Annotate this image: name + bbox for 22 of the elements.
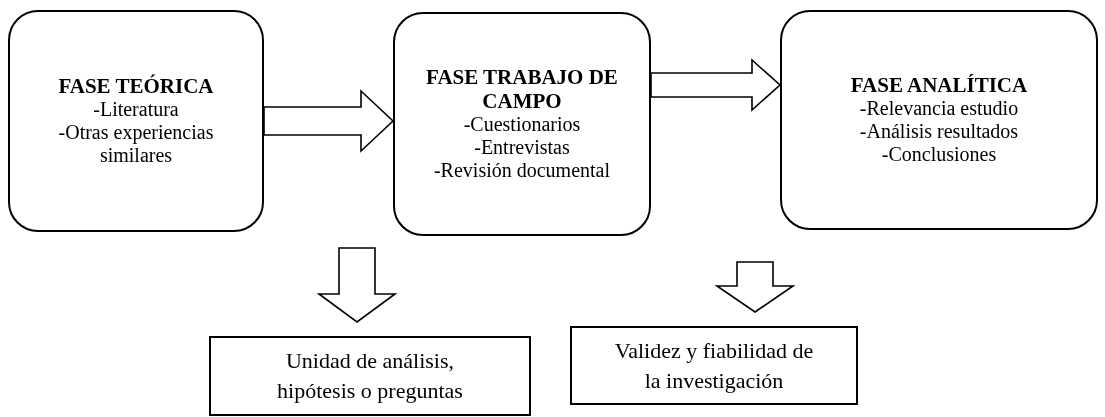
block-arrow <box>650 58 782 112</box>
phase-item: -Cuestionarios <box>463 112 581 136</box>
block-arrow <box>263 89 395 153</box>
phase-item: -Conclusiones <box>881 143 997 167</box>
phase-item: -Entrevistas <box>474 135 570 159</box>
result-box <box>209 336 531 416</box>
result-text: Validez y fiabilidad de la investigación <box>613 336 815 395</box>
phase-item: -Relevancia estudio <box>859 97 1019 121</box>
result-text: Unidad de análisis, hipótesis o preguntas <box>276 347 464 405</box>
phase-item: -Otras experiencias similares <box>57 121 215 168</box>
block-arrow <box>316 247 398 323</box>
phase-title: FASE TEÓRICA <box>58 74 214 99</box>
phase-box <box>8 10 264 232</box>
phase-title: FASE ANALÍTICA <box>850 73 1028 98</box>
phase-item: -Análisis resultados <box>859 120 1019 144</box>
phase-title: FASE TRABAJO DE CAMPO <box>425 66 619 113</box>
phase-item: -Literatura <box>93 98 179 122</box>
phase-box <box>780 10 1098 230</box>
phase-box <box>393 12 651 236</box>
block-arrow <box>714 261 796 313</box>
phase-item: -Revisión documental <box>433 158 611 182</box>
result-box <box>570 326 858 405</box>
